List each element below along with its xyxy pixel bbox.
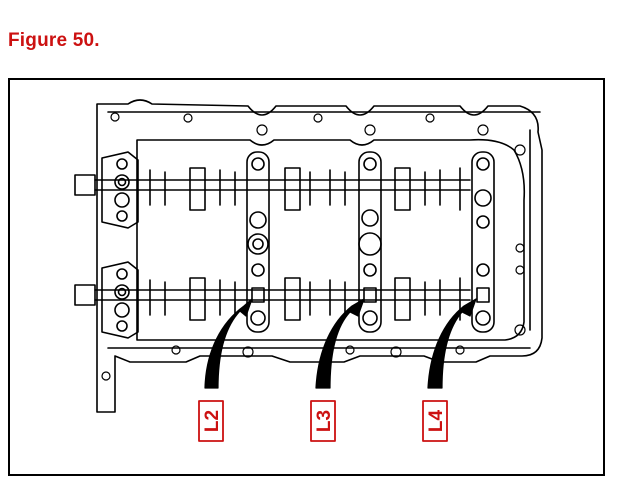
bottom-camshaft (74, 277, 471, 321)
bearing-ladder-l2 (246, 151, 270, 333)
label-box-l3: L3 (310, 400, 336, 442)
top-camshaft (74, 167, 471, 211)
label-box-l4: L4 (422, 400, 448, 442)
label-l4: L4 (426, 409, 447, 432)
arrow-l3 (315, 298, 365, 389)
bearing-ladder-l3 (358, 151, 382, 333)
left-end-cap-top (101, 151, 139, 229)
housing-flange (107, 111, 541, 349)
arrow-l2 (204, 298, 253, 389)
label-l3: L3 (314, 410, 335, 432)
label-box-l2: L2 (198, 400, 224, 442)
rim-bolts (101, 112, 526, 381)
housing-inner-rim (136, 138, 526, 341)
figure-title: Figure 50. (8, 30, 100, 51)
arrow-l4 (427, 298, 477, 389)
bearing-ladder-l4 (471, 151, 495, 333)
label-l2: L2 (202, 410, 223, 432)
left-end-cap-bottom (101, 261, 139, 339)
callout-arrows (204, 298, 477, 389)
